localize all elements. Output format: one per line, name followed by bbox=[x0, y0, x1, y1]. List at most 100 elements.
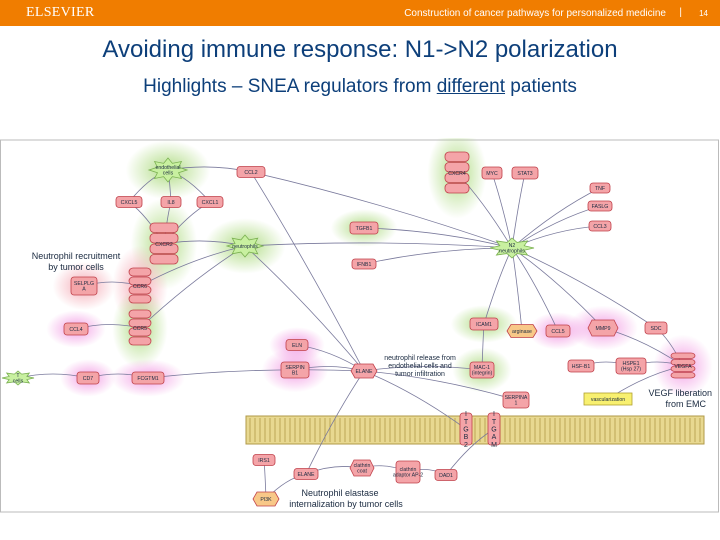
node-cxcr2: CXCR2 bbox=[149, 222, 179, 265]
node-icam1: ICAM1 bbox=[469, 317, 499, 331]
node-label-fegtm1: FCGTM1 bbox=[137, 376, 158, 382]
node-cxcl5: CXCL5 bbox=[115, 196, 143, 208]
header-separator: | bbox=[679, 7, 682, 18]
node-label-dad1: DAD1 bbox=[439, 473, 453, 479]
edge-ifnb1-n2 bbox=[363, 245, 513, 265]
node-cd7: CD7 bbox=[76, 371, 100, 385]
node-label-mac1: MAC-1(integrin) bbox=[472, 365, 493, 377]
edge-n2-sdc bbox=[511, 247, 657, 329]
slide-subtitle: Highlights – SNEA regulators from differ… bbox=[0, 76, 720, 98]
node-ifnb1: IFNB1 bbox=[351, 258, 377, 270]
header-title: Construction of cancer pathways for pers… bbox=[404, 8, 666, 19]
node-ccr6: CCR6 bbox=[128, 267, 152, 304]
node-label-cxcl1: CXCL1 bbox=[202, 200, 219, 206]
edge-stat3-n2 bbox=[510, 172, 526, 249]
node-hsfb1: HSF-B1 bbox=[567, 359, 595, 373]
node-neutrophils: neutrophils bbox=[225, 234, 265, 258]
node-ccr5: CCR5 bbox=[128, 309, 152, 346]
subtitle-underlined: different bbox=[436, 76, 506, 97]
node-il8: IL8 bbox=[160, 196, 182, 208]
node-label-ccr6: CCR6 bbox=[133, 284, 147, 290]
node-hspe1: HSPE1(Hsp 27) bbox=[615, 357, 647, 375]
node-label-eln: ELN bbox=[292, 343, 302, 349]
header-bar: ELSEVIER Construction of cancer pathways… bbox=[0, 0, 720, 26]
subtitle-suffix: patients bbox=[505, 76, 577, 97]
node-label-cxcl5: CXCL5 bbox=[121, 200, 138, 206]
node-label-ifnb1: IFNB1 bbox=[357, 262, 372, 268]
edge-elane_c-itgb2 bbox=[363, 370, 467, 430]
edge-fegtm1-elane_c bbox=[147, 368, 365, 379]
node-label-cxcr2: CXCR2 bbox=[155, 242, 173, 248]
edge-neutrophils-elane_c bbox=[244, 245, 365, 372]
node-label-irs1: IRS1 bbox=[258, 458, 270, 464]
node-vasc: vascularization bbox=[583, 392, 633, 406]
node-label-ccl5: CCL5 bbox=[551, 329, 564, 335]
node-sdc: SDC bbox=[644, 321, 668, 335]
highlight-glows bbox=[46, 138, 713, 398]
node-stat3: STAT3 bbox=[511, 166, 539, 180]
edge-elane_c-elane_m bbox=[305, 370, 365, 475]
node-pi3k: PI3K bbox=[252, 491, 280, 507]
node-eln: ELN bbox=[285, 339, 309, 351]
node-label-ccl4: CCL4 bbox=[69, 327, 82, 333]
edge-ccl2-n2 bbox=[250, 171, 513, 249]
edge-myc-n2 bbox=[491, 172, 514, 249]
node-label-arginase: arginase bbox=[512, 329, 532, 335]
node-label-cd7: CD7 bbox=[83, 376, 93, 382]
edge-tgfb1-n2 bbox=[363, 227, 513, 250]
node-elane_c: ELANE bbox=[350, 363, 378, 379]
node-ccl4: CCL4 bbox=[63, 322, 89, 336]
node-label-hspe1: HSPE1(Hsp 27) bbox=[621, 361, 641, 373]
node-label-neutrophils: neutrophils bbox=[232, 244, 258, 250]
node-mac1: MAC-1(integrin) bbox=[469, 361, 495, 379]
node-label-mmp9: MMP9 bbox=[596, 326, 611, 332]
node-mmp9: MMP9 bbox=[587, 319, 619, 337]
node-tgfb1: TGFB1 bbox=[349, 221, 379, 235]
node-label-ccl2: CCL2 bbox=[244, 170, 257, 176]
edge-n2-mmp9 bbox=[511, 247, 604, 329]
node-label-stat3: STAT3 bbox=[517, 171, 532, 177]
node-tnf: TNF bbox=[589, 182, 611, 194]
node-label-fasl: FASLG bbox=[592, 204, 609, 210]
node-label-pi3k: PI3K bbox=[260, 497, 272, 503]
edge-ccl2-elane_c bbox=[250, 171, 365, 372]
node-label-sdc: SDC bbox=[651, 326, 662, 332]
node-dad1: DAD1 bbox=[434, 469, 458, 481]
cell-membrane bbox=[245, 415, 705, 445]
node-label-icam1: ICAM1 bbox=[476, 322, 492, 328]
node-label-il8: IL8 bbox=[167, 200, 174, 206]
node-myc: MYC bbox=[481, 166, 503, 180]
node-label-elane_m: ELANE bbox=[297, 472, 315, 478]
node-label-cxcr4: CXCR4 bbox=[448, 171, 466, 177]
edge-serpina1-elane_c bbox=[363, 368, 517, 401]
slide-title: Avoiding immune response: N1->N2 polariz… bbox=[102, 36, 618, 63]
edge-n2-ccl5 bbox=[511, 247, 559, 332]
node-arginase: arginase bbox=[506, 324, 538, 338]
node-cxcl1: CXCL1 bbox=[196, 196, 224, 208]
node-irs1: IRS1 bbox=[252, 454, 276, 466]
page-number: 14 bbox=[699, 9, 708, 18]
node-elane_m: ELANE bbox=[293, 468, 319, 480]
node-label-ccr5: CCR5 bbox=[133, 326, 147, 332]
